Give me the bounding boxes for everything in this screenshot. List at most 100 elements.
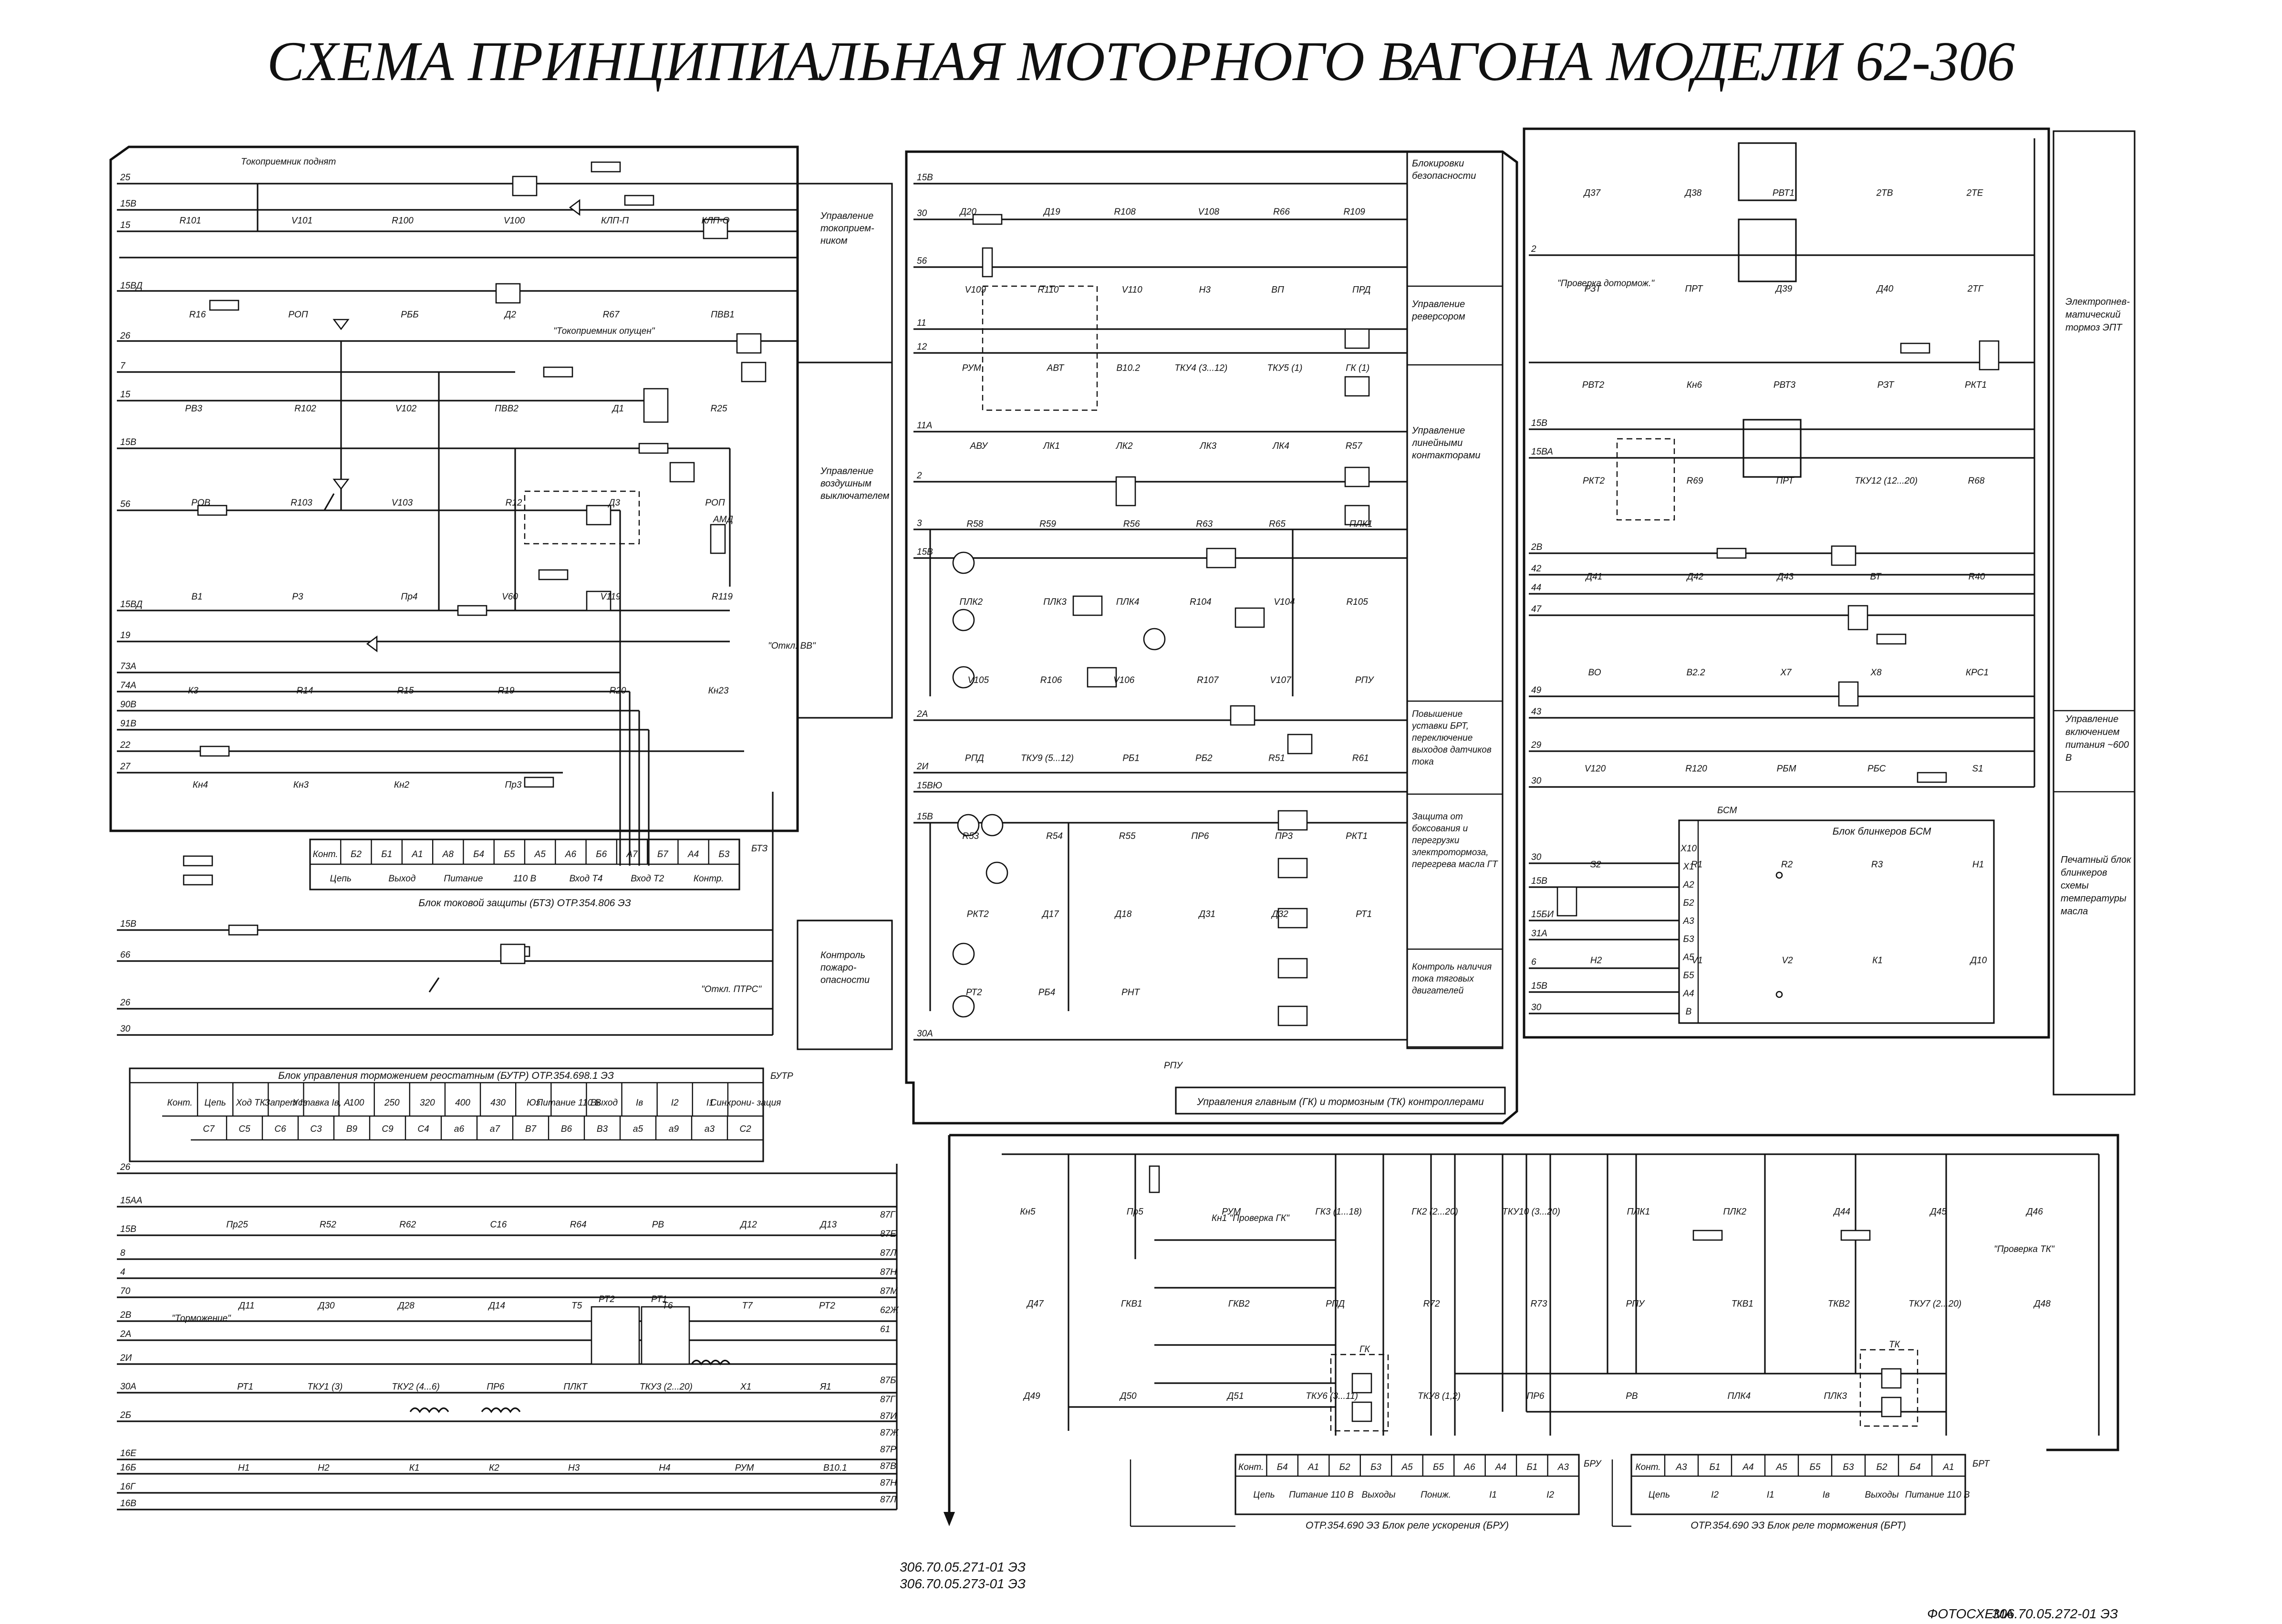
component-label: R109	[1343, 207, 1365, 217]
component-label: ПЛК1	[1349, 519, 1373, 529]
wire-label: 12	[917, 342, 927, 352]
wire-label: 15	[120, 220, 131, 230]
brt-cell: Б2	[1877, 1462, 1888, 1472]
component-label: ПЛК4	[1116, 597, 1140, 607]
component-label: R57	[1346, 441, 1363, 451]
btz-cell: А4	[687, 849, 699, 859]
component-label: ПЛК3	[1824, 1391, 1847, 1401]
butr-pin: С3	[310, 1124, 322, 1134]
footer-photo-label: ФОТОСХЕМА	[1927, 1606, 2013, 1621]
component-label: Пр5	[1127, 1207, 1143, 1217]
wire-label: 44	[1531, 583, 1541, 593]
component-label: РТ2	[966, 987, 982, 997]
wire-label: 19	[120, 631, 131, 641]
component-label: РНТ	[1121, 987, 1140, 997]
component-label: Х1	[740, 1382, 751, 1392]
panel-gk-tk: ГК ТК Кн1 "Проверка ГК" "Проверка ТК" ОТ…	[944, 1134, 2119, 1531]
section-label-kontrol-toka: Контроль наличия тока тяговых двигателей	[1412, 962, 1492, 996]
proverka-tk-label: "Проверка ТК"	[1994, 1244, 2055, 1254]
component-label: Д32	[1271, 910, 1288, 920]
wire-label: 74А	[120, 681, 136, 691]
brt-cell: Конт.	[1635, 1462, 1660, 1472]
component-label: ТКУ5 (1)	[1267, 363, 1302, 373]
component-label: R119	[712, 592, 733, 602]
wire-label: 2	[916, 471, 922, 481]
btz-cell: Б4	[473, 849, 484, 859]
butr-cell: 320	[420, 1098, 435, 1108]
component-label: Кн23	[708, 686, 729, 696]
brt-block: ОТР.354.690 ЭЗ Блок реле торможения (БРТ…	[1630, 1454, 1990, 1531]
butr-pin: В6	[561, 1124, 572, 1134]
component-label: РВ3	[185, 404, 202, 414]
tk-label: ТК	[1889, 1340, 1901, 1350]
wire-label: 30	[1531, 776, 1542, 786]
component-label: ЛК3	[1199, 441, 1216, 451]
component-label: Х8	[1870, 668, 1882, 678]
component-label: Пр4	[401, 592, 418, 602]
component-label: Д3	[608, 498, 620, 508]
component-label: V109	[965, 285, 986, 295]
butr-cell: 430	[490, 1098, 506, 1108]
components-left	[183, 161, 767, 993]
btz-cell: Конт.	[313, 849, 338, 859]
component-label: Кн4	[193, 780, 208, 790]
wire-label: 15	[120, 390, 131, 400]
component-label: V110	[1122, 285, 1142, 295]
bru-cell: Б3	[1370, 1462, 1381, 1472]
component-label: S2	[1590, 859, 1601, 869]
btz-tag: БТЗ	[751, 844, 768, 854]
component-label: R16	[189, 310, 206, 320]
component-label: R73	[1531, 1299, 1547, 1309]
bru-group-label: Питание 110 В	[1289, 1490, 1354, 1500]
section-label-pitanie600: Управление включением питания ~600 В	[2065, 714, 2129, 763]
bsm-pin: Б5	[1683, 971, 1694, 981]
component-label: ТКУ1 (3)	[307, 1382, 342, 1392]
component-label: R104	[1190, 597, 1211, 607]
bsm-pin: А4	[1682, 989, 1694, 999]
gk-label: ГК	[1359, 1345, 1370, 1355]
component-label: К1	[1872, 956, 1883, 966]
component-label: В2.2	[1686, 668, 1705, 678]
butr-cell: Юз	[527, 1098, 540, 1108]
component-label: Пр25	[226, 1220, 248, 1230]
bus-label: 87Е	[880, 1229, 896, 1239]
brt-group-label: Цепь	[1649, 1490, 1670, 1500]
schematic-title: СХЕМА ПРИНЦИПИАЛЬНАЯ МОТОРНОГО ВАГОНА МО…	[267, 30, 2015, 93]
component-label: Д44	[1833, 1207, 1850, 1217]
component-label: РКТ1	[1346, 831, 1368, 841]
component-label: ПРТ	[1776, 476, 1794, 486]
bus-label: 87Л	[880, 1248, 897, 1258]
component-label: РУМ	[962, 363, 981, 373]
component-label: Д18	[1114, 910, 1132, 920]
btz-cell: Б2	[351, 849, 362, 859]
component-label: РВТ2	[1582, 380, 1605, 390]
component-label: В10.1	[823, 1463, 847, 1473]
bru-cell: Конт.	[1238, 1462, 1264, 1472]
component-label: R20	[610, 686, 626, 696]
component-label: V119	[601, 592, 621, 602]
wire-label: 16Е	[120, 1448, 136, 1458]
footer-doc-1: 306.70.05.271-01 ЭЗ	[900, 1560, 1026, 1574]
wire-label: 4	[120, 1267, 125, 1277]
component-label: К3	[188, 686, 198, 696]
component-label: РПУ	[1355, 675, 1374, 685]
wire-label: 30А	[120, 1382, 136, 1392]
butr-cell: Уставка Iв, А	[292, 1098, 350, 1108]
wire-label: 15В	[120, 1224, 136, 1234]
bru-tag: БРУ	[1584, 1459, 1602, 1469]
component-label: ВО	[1588, 668, 1601, 678]
component-label: Т7	[742, 1301, 754, 1311]
component-label: R3	[1871, 859, 1883, 869]
component-label: Кн6	[1687, 380, 1702, 390]
section-label-bsm-side: Печатный блок блинкеров схемы температур…	[2061, 855, 2131, 917]
footer-doc-2: 306.70.05.273-01 ЭЗ	[900, 1576, 1026, 1591]
component-label: R15	[397, 686, 414, 696]
butr-pin: а6	[454, 1124, 465, 1134]
wire-label: 30	[1531, 1003, 1542, 1013]
component-label: V102	[395, 404, 417, 414]
bru-cell: А3	[1557, 1462, 1569, 1472]
bru-cell: А5	[1401, 1462, 1413, 1472]
section-label-bv: Управление воздушным выключателем	[820, 466, 890, 501]
component-label: V103	[392, 498, 413, 508]
